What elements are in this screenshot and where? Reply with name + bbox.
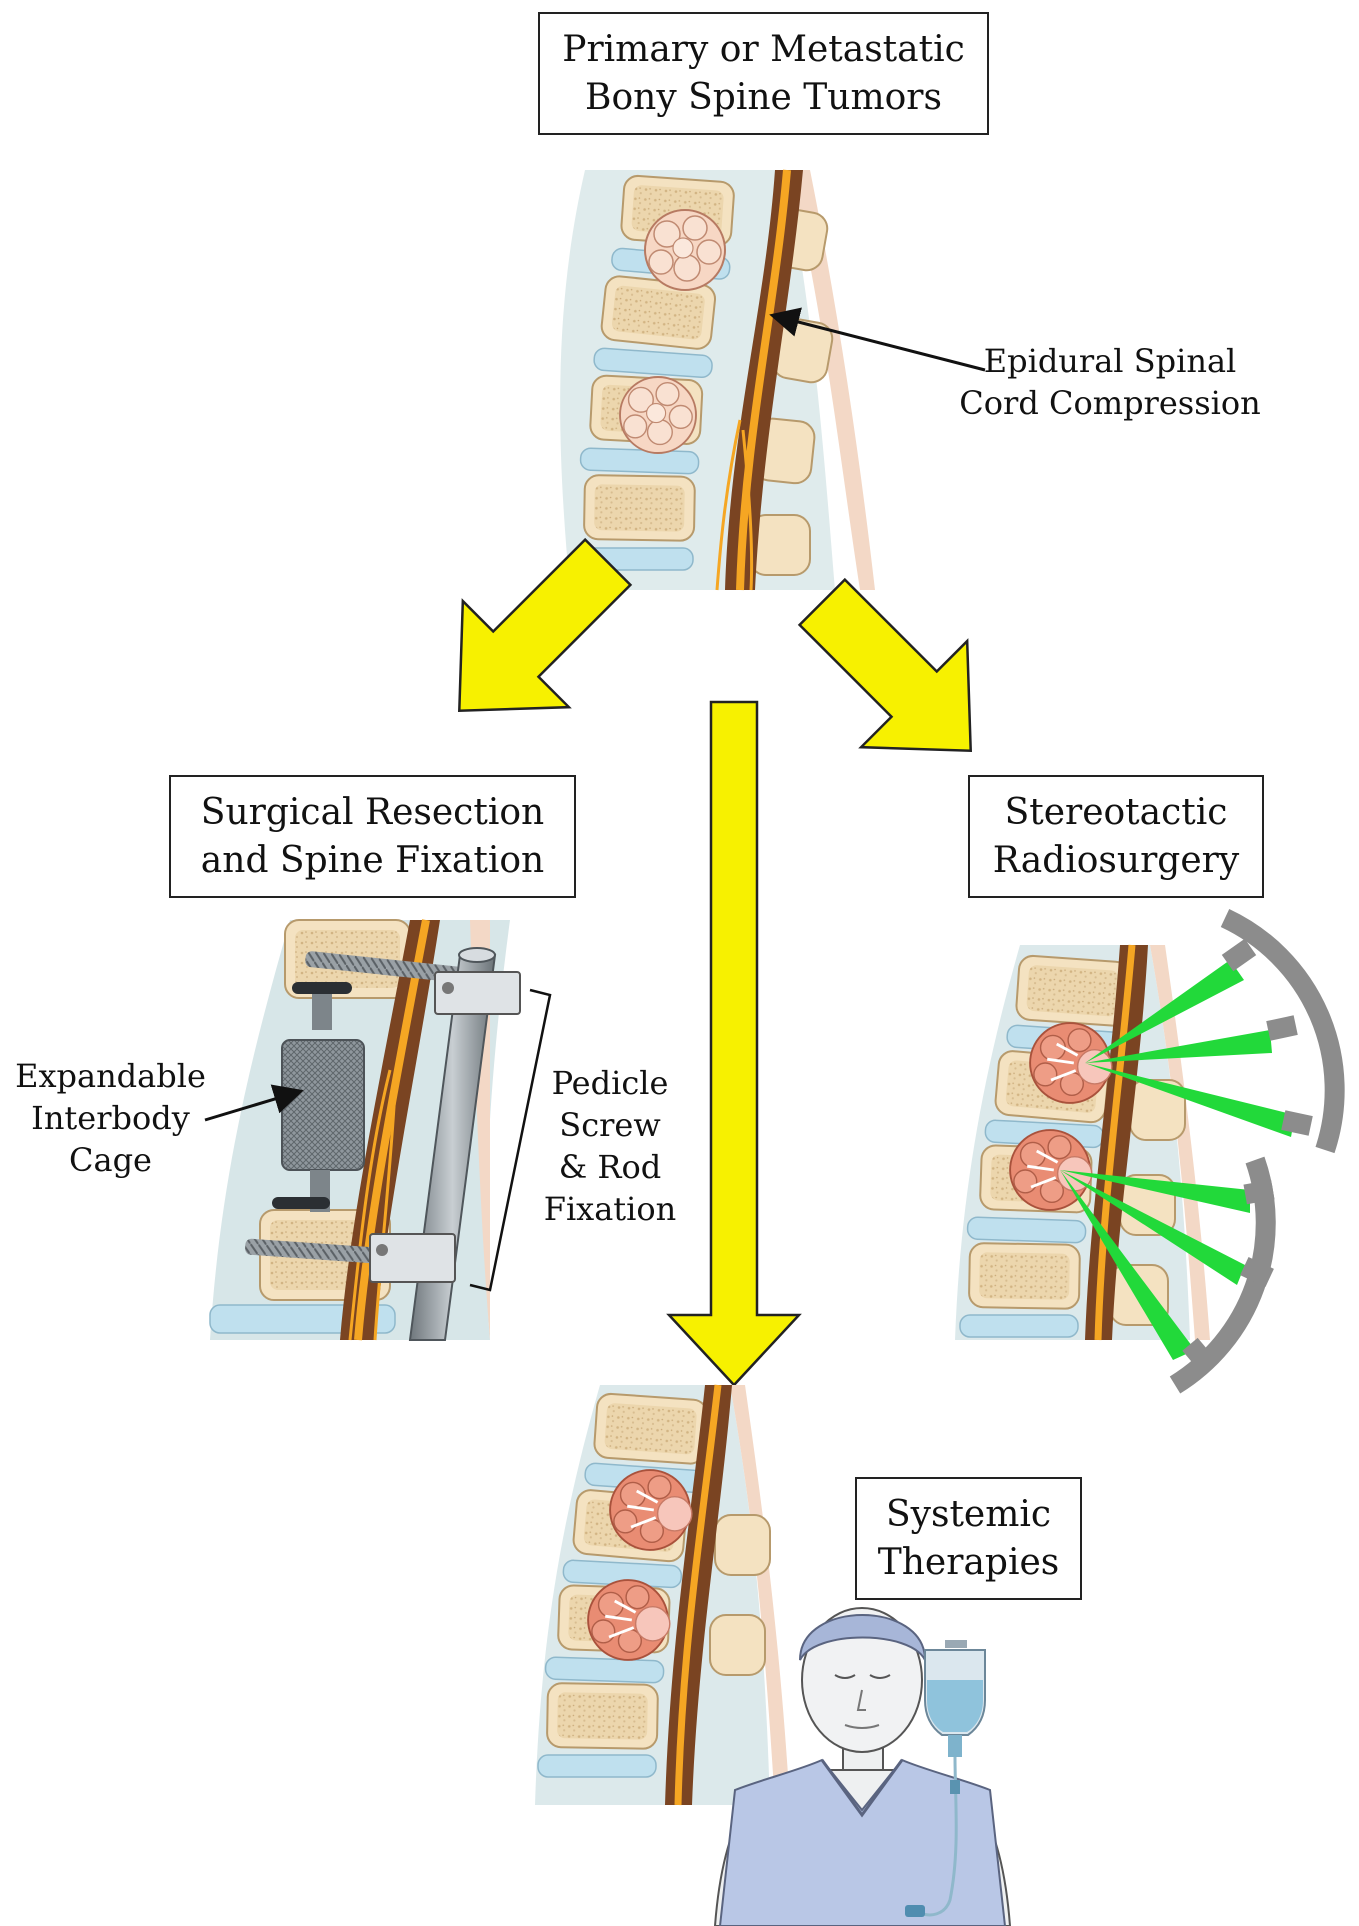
cage-label: Expandable Interbody Cage — [8, 1055, 213, 1181]
pedicle-label-line2: Screw — [559, 1106, 661, 1144]
pedicle-label: Pedicle Screw & Rod Fixation — [535, 1062, 685, 1230]
radiosurgery-illustration — [955, 944, 1295, 1360]
surgical-title-line2: and Spine Fixation — [200, 839, 545, 881]
top-spine-illustration — [560, 169, 875, 591]
cage-label-line3: Cage — [69, 1141, 152, 1179]
systemic-therapies-box: Systemic Therapies — [855, 1477, 1082, 1600]
cage-label-line2: Interbody — [31, 1099, 190, 1137]
pedicle-label-line3: & Rod — [558, 1148, 662, 1186]
arrow-to-systemic — [666, 700, 802, 1387]
radiation-beams — [1060, 960, 1295, 1360]
escc-label: Epidural Spinal Cord Compression — [955, 340, 1265, 424]
escc-label-line2: Cord Compression — [959, 384, 1261, 422]
arrow-to-surgery — [457, 537, 633, 713]
pedicle-label-line4: Fixation — [543, 1190, 677, 1228]
gantry-collimators — [1182, 938, 1313, 1373]
systemic-therapy-illustration — [535, 1384, 790, 1806]
escc-pointer-arrow — [769, 307, 986, 372]
surgical-title-line1: Surgical Resection — [200, 791, 545, 833]
escc-label-line1: Epidural Spinal — [983, 342, 1237, 380]
systemic-title-line1: Systemic — [885, 1493, 1052, 1535]
surgical-resection-box: Surgical Resection and Spine Fixation — [169, 775, 576, 898]
gantry-arc-upper — [1220, 908, 1345, 1154]
cage-label-line1: Expandable — [15, 1057, 206, 1095]
systemic-title-line2: Therapies — [877, 1541, 1060, 1583]
pedicle-label-line1: Pedicle — [551, 1064, 669, 1102]
primary-tumor-title-line1: Primary or Metastatic — [562, 28, 965, 70]
iv-bag-icon — [905, 1640, 986, 1917]
cage-pointer-arrow — [204, 1084, 304, 1122]
primary-tumor-title-line2: Bony Spine Tumors — [585, 76, 942, 118]
primary-tumor-box: Primary or Metastatic Bony Spine Tumors — [538, 12, 989, 135]
radiosurgery-box: Stereotactic Radiosurgery — [968, 775, 1264, 898]
radiosurgery-title-line2: Radiosurgery — [992, 839, 1240, 881]
fixation-bracket — [469, 988, 552, 1292]
arrow-to-srs — [797, 577, 973, 753]
radiosurgery-title-line1: Stereotactic — [1004, 791, 1228, 833]
patient-figure — [713, 1607, 1012, 1926]
surgical-fixation-illustration — [209, 919, 521, 1341]
